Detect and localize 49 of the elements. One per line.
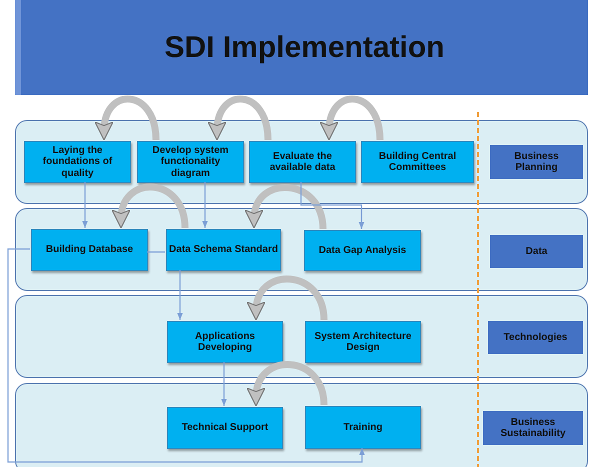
swimlane-band (15, 383, 588, 467)
process-box (24, 141, 131, 183)
box-label: Building Database (44, 244, 134, 256)
process-box (249, 141, 356, 183)
box-label: Develop system functionality diagram (151, 144, 230, 180)
curved-arrow (208, 96, 272, 140)
box-label: Building Central Committees (378, 150, 458, 174)
arrow (202, 182, 208, 228)
lane-label-box (483, 411, 583, 445)
box-label: Data Gap Analysis (318, 244, 408, 256)
process-box (305, 321, 421, 363)
lane-label-box (488, 321, 583, 354)
box-label: Data (524, 246, 548, 258)
arrow (82, 182, 88, 228)
process-box (361, 141, 474, 183)
lane-label-box (490, 235, 583, 268)
box-label: Laying the foundations of quality (42, 144, 114, 180)
connector-line (147, 251, 165, 253)
box-label: Technical Support (180, 422, 270, 434)
swimlane-band (15, 120, 588, 204)
swimlane-band (15, 208, 588, 291)
process-box (167, 321, 283, 363)
box-label: Evaluate the available data (268, 150, 336, 174)
curved-arrow (95, 96, 160, 140)
arrow (221, 362, 227, 406)
process-box (31, 229, 148, 271)
box-label: System Architecture Design (314, 330, 412, 354)
curved-arrow (248, 276, 328, 320)
box-label: Training (342, 422, 384, 434)
box-label: Technologies (502, 332, 568, 344)
curved-arrow (320, 96, 384, 140)
arrow (300, 182, 364, 229)
box-label: Business Planning (513, 150, 560, 174)
process-box (304, 230, 421, 271)
process-box (305, 406, 421, 449)
process-box (137, 141, 244, 183)
curved-arrow (248, 361, 328, 406)
curved-arrow (112, 184, 188, 228)
curved-arrow (246, 184, 326, 230)
box-label: Applications Developing (194, 330, 256, 354)
process-box (167, 407, 283, 449)
box-label: Data Schema Standard (168, 244, 279, 256)
title: SDI Implementation (164, 30, 445, 64)
process-box (166, 229, 281, 271)
arrow (177, 270, 183, 320)
box-label: Business Sustainability (499, 416, 566, 440)
lane-label-box (490, 145, 583, 179)
arrow (7, 248, 365, 463)
swimlane-band (15, 295, 588, 378)
